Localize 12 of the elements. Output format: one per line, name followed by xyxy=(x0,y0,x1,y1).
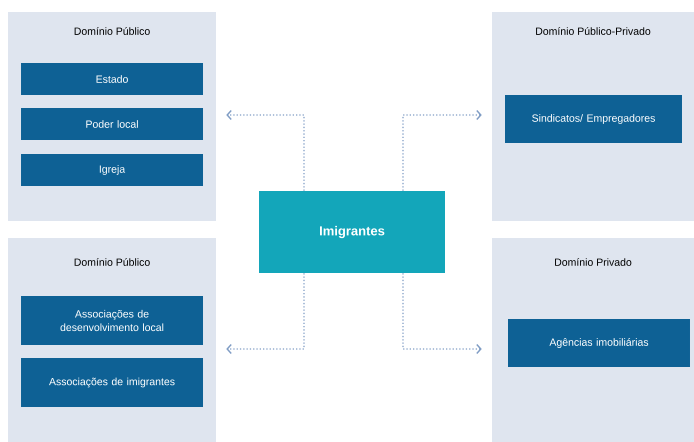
arrow xyxy=(226,110,305,191)
center-box: Imigrantes xyxy=(259,191,445,273)
actor-box: Sindicatos/ Empregadores xyxy=(505,95,682,143)
actor-box: Estado xyxy=(21,63,203,95)
actor-box: Poder local xyxy=(21,108,203,140)
arrow xyxy=(402,273,482,354)
arrow xyxy=(226,273,305,354)
actor-box: Agências imobiliárias xyxy=(508,319,690,367)
actor-box: Associações de desenvolvimento local xyxy=(21,296,203,345)
arrow xyxy=(402,110,482,191)
actor-box: Igreja xyxy=(21,154,203,186)
actor-box: Associações de imigrantes xyxy=(21,358,203,407)
